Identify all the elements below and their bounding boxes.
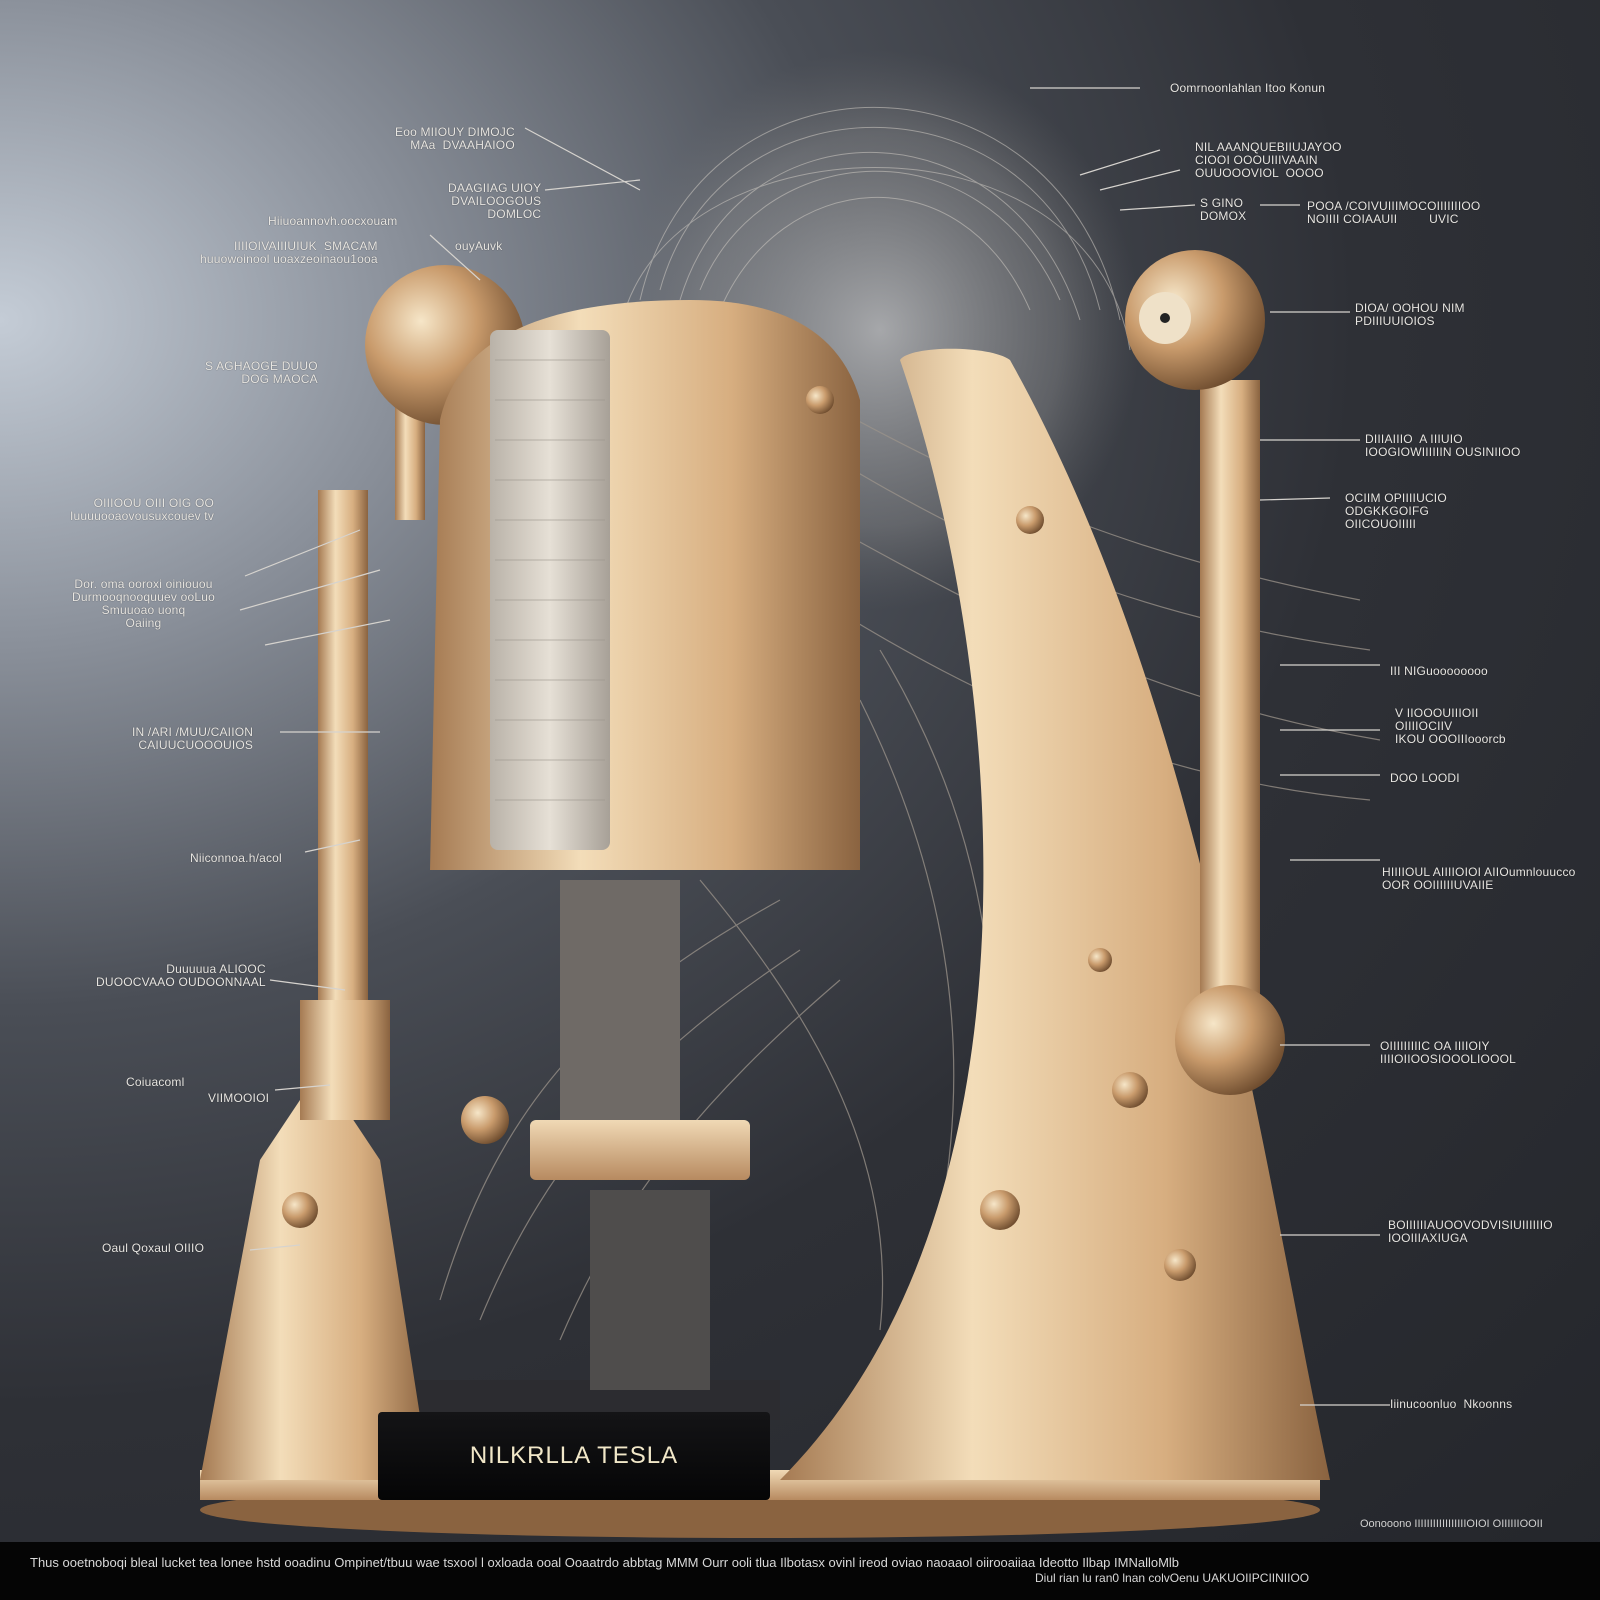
callout-label: OIIIOOU OIII OIG OO Iuuuuooaovousuxcouev… bbox=[70, 496, 215, 523]
caption-bar bbox=[0, 1542, 1600, 1600]
callout-label: POOA /COIVUIIIMOCOIIIIIIIOO NOIIII COIAA… bbox=[1307, 199, 1481, 226]
callout-label: OIIIIIIIIIC OA IIIIOIY IIIIOIIOOSIOOOLIO… bbox=[1380, 1039, 1517, 1066]
caption-line-2: Diul rian lu ran0 lnan colvOenu UAKUOIIP… bbox=[1035, 1571, 1310, 1585]
callout-label: DIIIAIIIO A IIIUIO IOOGIOWIIIIIIN OUSINI… bbox=[1365, 432, 1521, 459]
caption-line-1: Thus ooetnoboqi bleal lucket tea lonee h… bbox=[30, 1555, 1180, 1570]
callout-label: BOIIIIIIAUOOVODVISIUIIIIIIO IOOIIIAXIUGA bbox=[1388, 1218, 1553, 1245]
callout-label: IIIIOIVAIIIUIUK SMACAM huuowoinool uoaxz… bbox=[200, 239, 378, 266]
callout-label: ouyAuvk bbox=[455, 239, 503, 253]
callout-label: Niiconnoa.h/acol bbox=[190, 851, 282, 865]
callout-label: HIIIIOUL AIIIIOIOI AIIOumnlouucco OOR OO… bbox=[1382, 865, 1576, 892]
callout-label: IN /ARI /MUU/CAIION CAIUUCUOOOUIOS bbox=[132, 725, 254, 752]
callout-label: III NIGuoooooooo bbox=[1390, 664, 1488, 678]
callout-label: Duuuuua ALIOOC DUOOCVAAO OUDOONNAAL bbox=[96, 962, 266, 989]
callout-label: Oomrnoonlahlan Itoo Konun bbox=[1170, 81, 1326, 95]
callout-label: Oaul Qoxaul OIIIO bbox=[102, 1241, 205, 1255]
callout-label: NIL AAANQUEBIIUJAYOO CIOOI OOOUIIIVAAIN … bbox=[1195, 140, 1342, 180]
callout-label: Eoo MIIOUY DIMOJC MAa DVAAHAIOO bbox=[395, 125, 515, 152]
callout-label: V IIOOOUIIIOII OIIIIOCIIV IKOU OOOIIIooo… bbox=[1395, 706, 1506, 746]
callout-label: S GINO DOMOX bbox=[1200, 196, 1247, 223]
footer-note: Oonooono IIIIIIIIIIIIIIIIIOIOI OIIIIIIOO… bbox=[1360, 1518, 1543, 1530]
callout-label: S AGHAOGE DUUO DOG MAOCA bbox=[205, 359, 318, 386]
callout-label: Coiuacoml bbox=[126, 1075, 185, 1089]
callout-label: OCIIM OPIIIIUCIO ODGKKGOIFG OIICOUOIIIII bbox=[1345, 491, 1447, 531]
callout-label: DIOA/ OOHOU NIM PDIIIUUIOIOS bbox=[1355, 301, 1465, 328]
name-plaque: NILKRLLA TESLA bbox=[378, 1412, 770, 1500]
callout-label: Iiinucoonluo Nkoonns bbox=[1390, 1397, 1513, 1411]
callout-label: Dor. oma ooroxi oiniouou Durmooqnooquuev… bbox=[72, 577, 215, 630]
callout-label: DOO LOODI bbox=[1390, 771, 1460, 785]
callout-label: VIIMOOIOI bbox=[208, 1091, 270, 1105]
callout-label: DAAGIIAG UIOY DVAILOOGOUS DOMLOC bbox=[448, 181, 542, 221]
plaque-text: NILKRLLA TESLA bbox=[469, 1442, 679, 1469]
callout-label: Hiiuoannovh.oocxouam bbox=[268, 214, 398, 228]
